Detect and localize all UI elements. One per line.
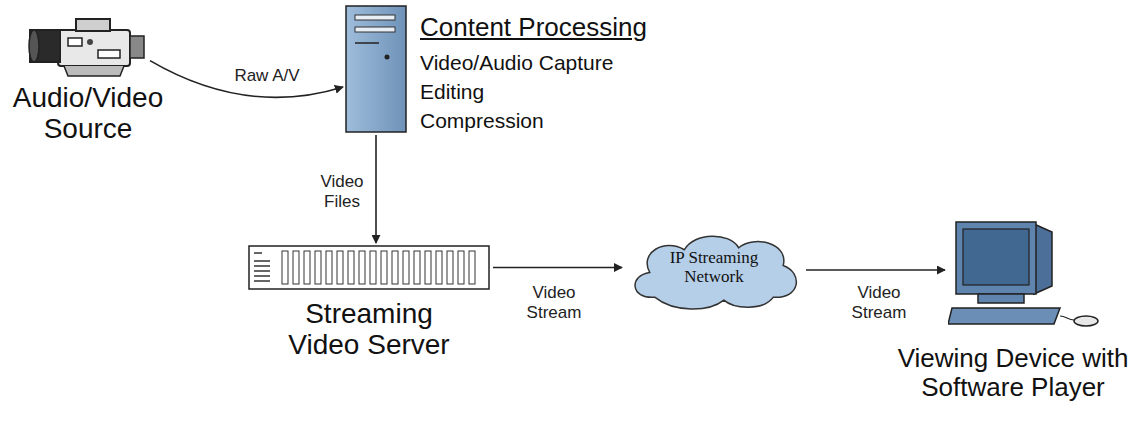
edge-label: Video Stream <box>845 283 913 324</box>
node-label: Viewing Device with Software Player <box>893 344 1133 402</box>
camera-icon <box>28 16 148 78</box>
desktop-computer-icon <box>948 220 1100 335</box>
node-list-item: Video/Audio Capture <box>420 51 740 75</box>
node-label: Audio/Video Source <box>3 82 173 145</box>
cloud-node: IP Streaming Network <box>625 228 803 312</box>
viewer-node: Viewing Device with Software Player <box>948 220 1100 335</box>
flow-arrow <box>493 267 622 269</box>
flow-arrow <box>375 135 377 243</box>
edge-label: Raw A/V <box>230 66 304 86</box>
server-node: Streaming Video Server <box>248 245 490 290</box>
node-list-item: Compression <box>420 109 740 133</box>
source-icon-node: Audio/Video Source <box>28 16 148 78</box>
rack-server-icon <box>248 245 490 290</box>
node-list-item: Editing <box>420 80 740 104</box>
edge-label: Video Files <box>312 172 372 213</box>
flow-arrow <box>150 61 343 98</box>
processing-node: Content ProcessingVideo/Audio CaptureEdi… <box>345 5 407 133</box>
edge-label: Video Stream <box>520 283 588 324</box>
node-label: Streaming Video Server <box>276 298 462 361</box>
node-label: IP Streaming Network <box>657 248 771 286</box>
tower-computer-icon <box>345 5 407 133</box>
node-label: Content Processing <box>420 13 740 42</box>
flow-arrow <box>806 269 945 271</box>
